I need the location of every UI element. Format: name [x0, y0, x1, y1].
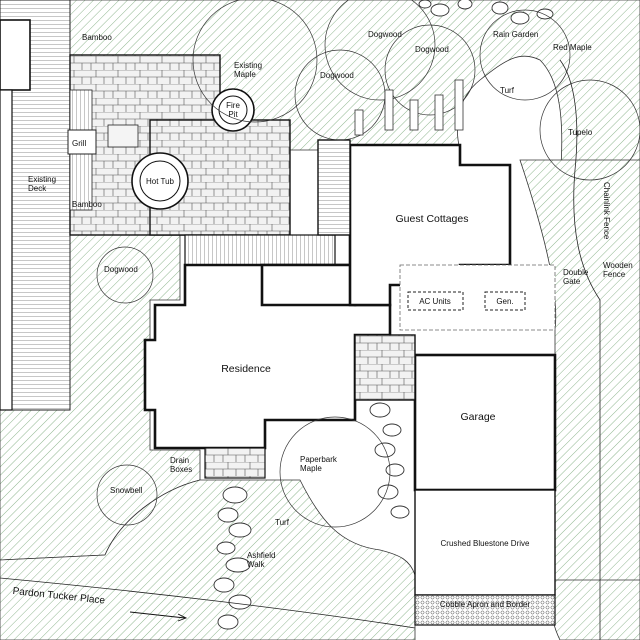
street-curve [0, 577, 416, 629]
label-guest-cottages: Guest Cottages [396, 213, 469, 225]
label-red-maple: Red Maple [553, 43, 592, 52]
label-residence: Residence [221, 363, 271, 375]
residence-wing [260, 263, 357, 307]
drain-boxes-walk [204, 447, 266, 479]
label-grill: Grill [72, 139, 86, 148]
label-generator: Gen. [496, 297, 513, 306]
label-dogwood-4: Dogwood [104, 265, 138, 274]
garage-entry [354, 334, 416, 401]
boardwalk [184, 234, 336, 266]
chainlink-fence-line [559, 59, 601, 640]
label-bamboo-left: Bamboo [72, 200, 102, 209]
tree-canopies [96, 0, 640, 528]
label-dogwood-2: Dogwood [415, 45, 449, 54]
grill-table [107, 124, 139, 148]
label-tupelo: Tupelo [568, 128, 593, 137]
hot-tub [131, 152, 189, 210]
house-west-wall [0, 19, 31, 91]
generator-box [484, 291, 526, 311]
label-turf-1: Turf [500, 86, 515, 95]
label-ac-units: AC Units [419, 297, 451, 306]
stepping-stones [213, 402, 410, 630]
label-crushed-bluestone-drive: Crushed Bluestone Drive [441, 539, 530, 548]
rain-garden-stones [418, 0, 554, 25]
garage-building [413, 353, 557, 492]
label-cobble-apron: Cobble Apron and Border [440, 600, 531, 609]
ac-units-box [407, 291, 464, 311]
label-snowbell: Snowbell [110, 486, 143, 495]
lawn-area-south [0, 479, 416, 640]
cobble-apron [414, 594, 556, 626]
house-west-wall-2 [0, 89, 13, 411]
label-hot-tub: Hot Tub [146, 177, 175, 186]
fire-pit [211, 88, 255, 132]
grill [67, 129, 97, 155]
label-dogwood-1: Dogwood [368, 30, 402, 39]
label-garage: Garage [460, 411, 495, 423]
street-arrow [129, 611, 188, 622]
label-turf-2: Turf [275, 518, 290, 527]
label-chainlink-fence: Chainlink Fence [602, 182, 611, 240]
label-rain-garden: Rain Garden [493, 30, 538, 39]
label-dogwood-3: Dogwood [320, 71, 354, 80]
shrubs [354, 79, 464, 136]
cottage-connector [317, 139, 351, 236]
label-bamboo-top: Bamboo [82, 33, 112, 42]
